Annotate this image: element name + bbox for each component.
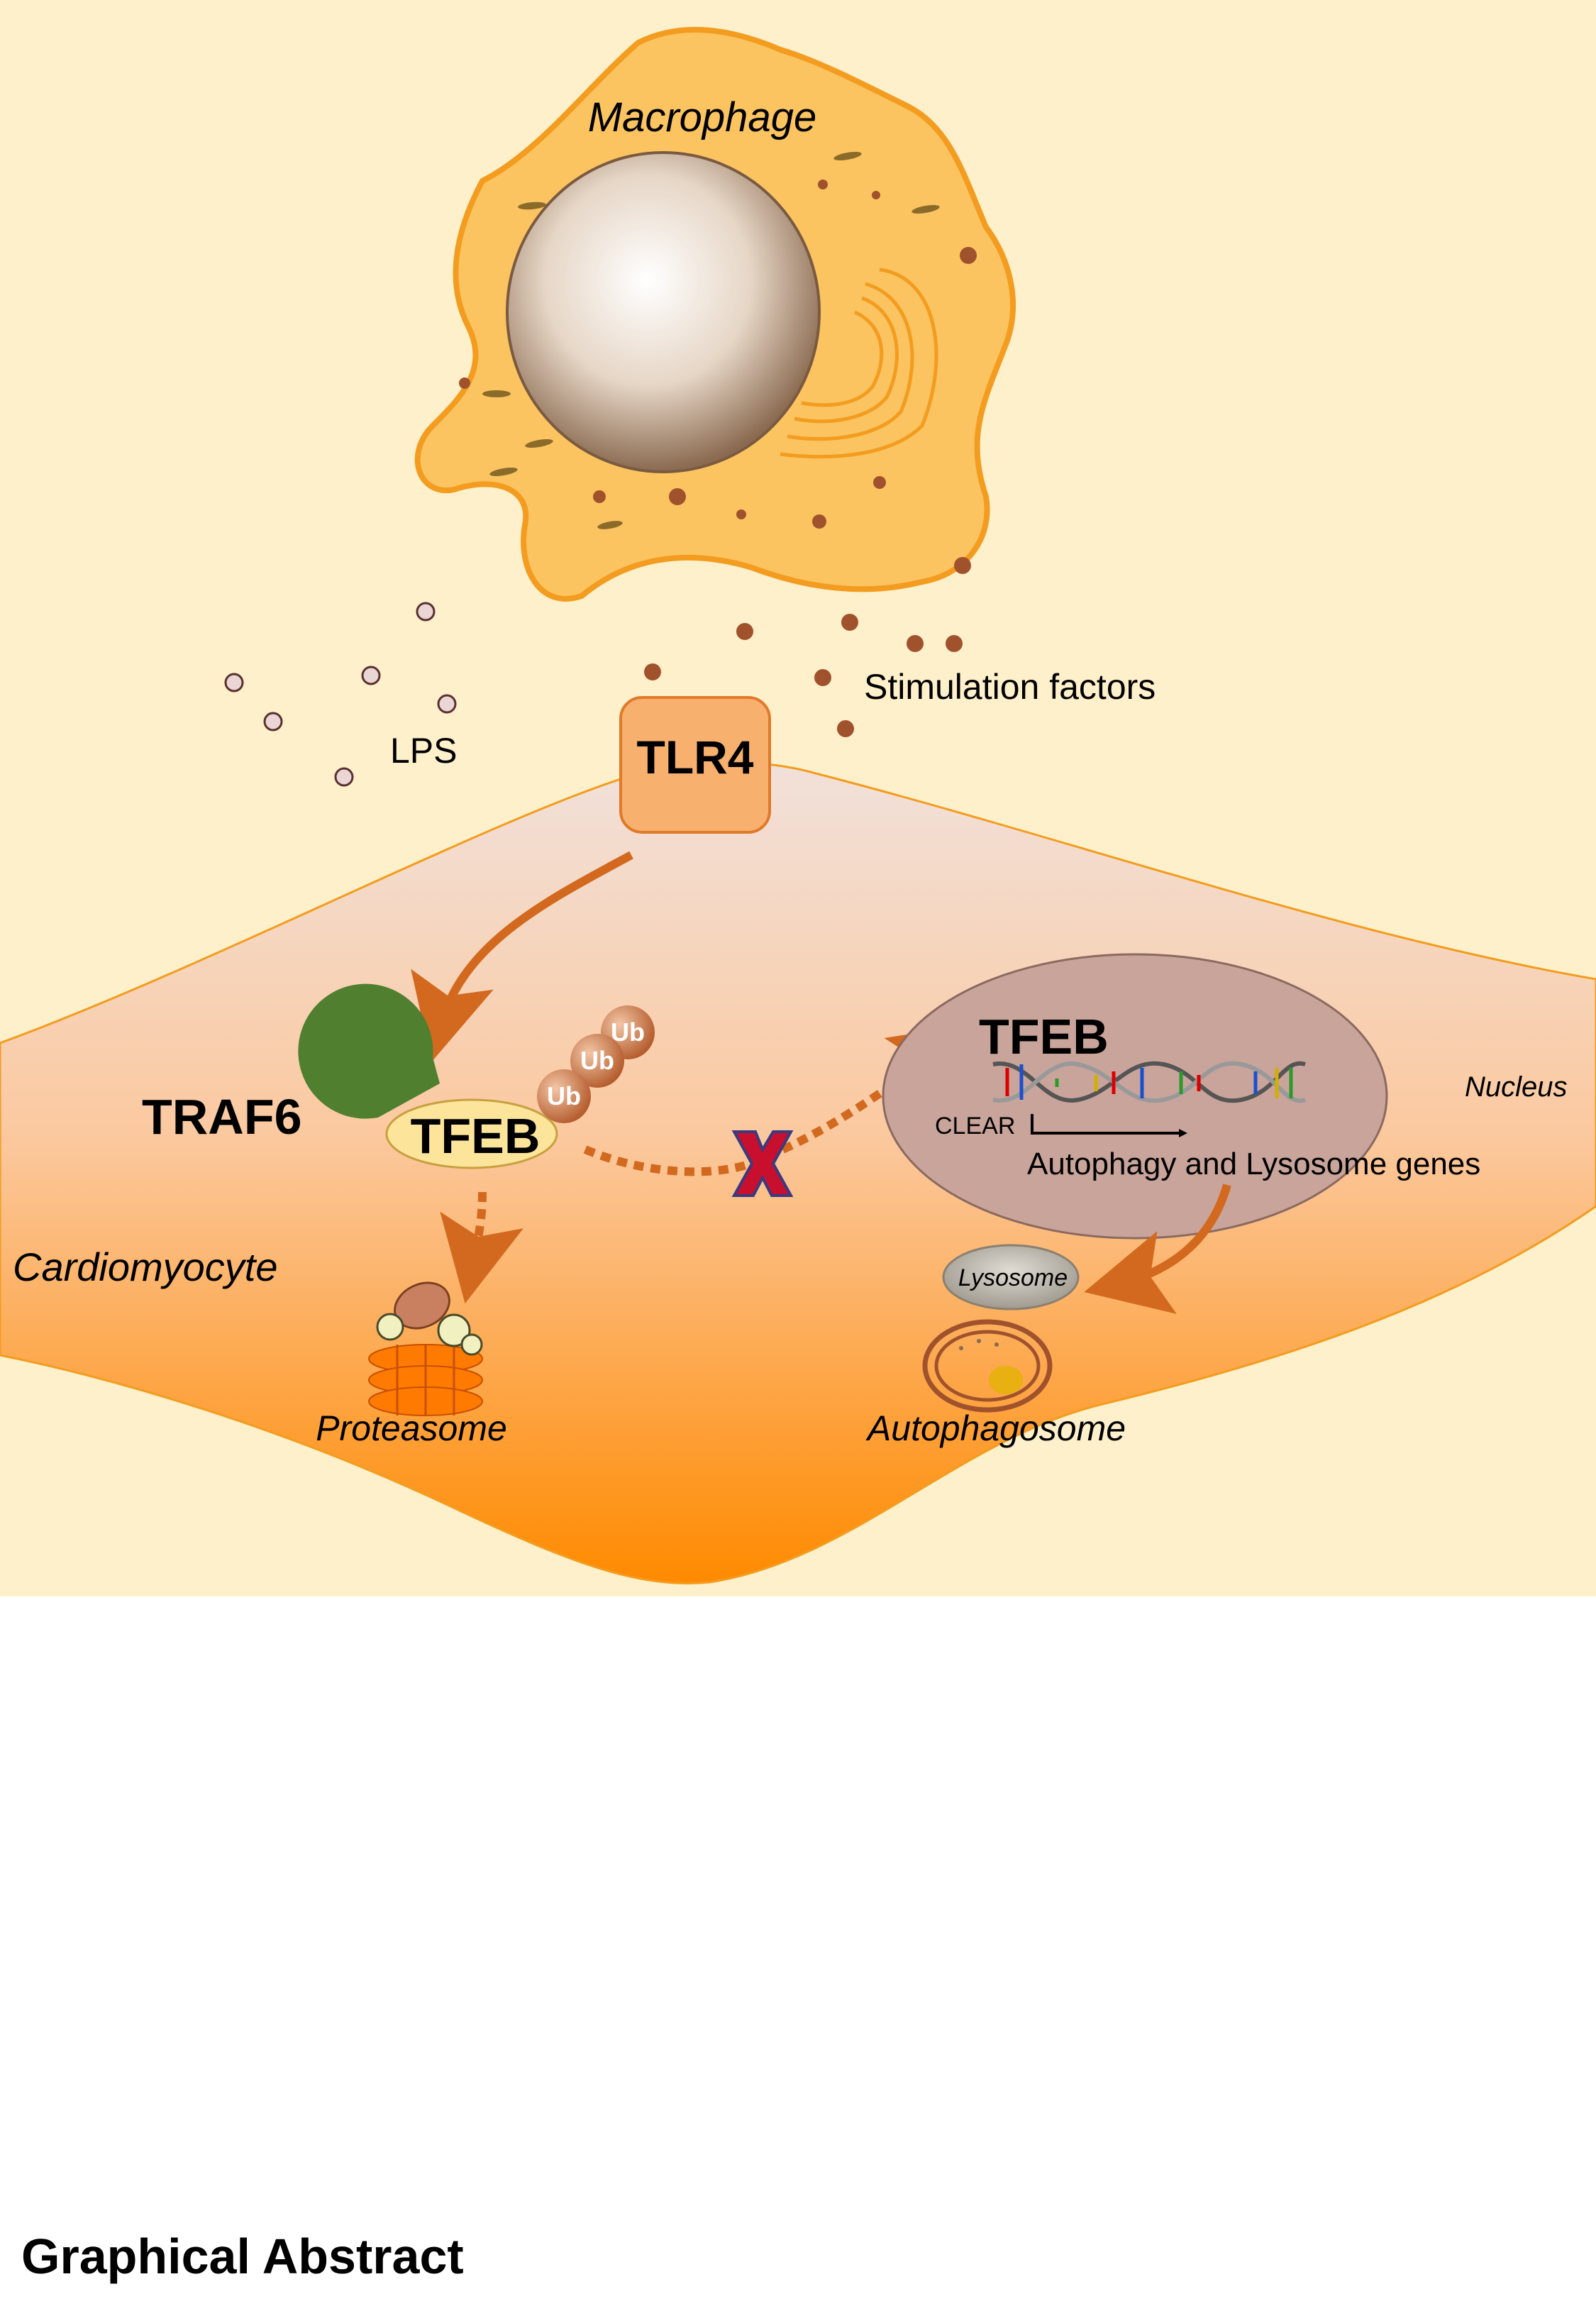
tlr4-label: TLR4 bbox=[637, 731, 754, 783]
lps-particles bbox=[224, 602, 457, 787]
macrophage-cell bbox=[414, 26, 1016, 602]
proteasome-label: Proteasome bbox=[316, 1408, 507, 1448]
pathway-diagram: Macrophage LPS Stimulation factors TLR4 … bbox=[0, 0, 1596, 1596]
stimulation-factor-particles bbox=[644, 557, 971, 737]
tlr4-receptor bbox=[619, 696, 771, 834]
tfeb-nuclear-label: TFEB bbox=[979, 1009, 1109, 1064]
nucleus-label: Nucleus bbox=[1465, 1071, 1568, 1103]
nucleus-to-lysosome-arrow bbox=[1084, 1184, 1231, 1314]
macrophage-nucleus bbox=[506, 151, 821, 473]
ubiquitin-chain bbox=[537, 1005, 655, 1123]
tfeb-bound-label: TFEB bbox=[411, 1108, 541, 1164]
inhibition-x-icon bbox=[731, 1130, 794, 1197]
stimulation-factors-label: Stimulation factors bbox=[864, 667, 1156, 707]
tfeb-bound-ellipse bbox=[385, 1098, 558, 1169]
graphical-abstract-caption: Graphical Abstract bbox=[21, 2229, 464, 2284]
autophagosome-organelle bbox=[922, 1319, 1053, 1413]
proteasome-icon bbox=[368, 1281, 483, 1416]
traf6-label: TRAF6 bbox=[142, 1089, 302, 1144]
autophagosome-label: Autophagosome bbox=[865, 1408, 1126, 1448]
traf6-protein bbox=[298, 983, 440, 1119]
lysosome-organelle bbox=[942, 1244, 1080, 1311]
cardiomyocyte-label: Cardiomyocyte bbox=[13, 1245, 277, 1289]
ub-label-1: Ub bbox=[611, 1017, 645, 1047]
dna-helix-icon bbox=[992, 1061, 1306, 1103]
tfeb-to-proteasome-arrow bbox=[440, 1191, 523, 1304]
macrophage-label: Macrophage bbox=[588, 94, 816, 140]
clear-promoter-arrow bbox=[1031, 1114, 1187, 1137]
ub-label-2: Ub bbox=[580, 1046, 614, 1075]
clear-label: CLEAR bbox=[935, 1113, 1015, 1140]
genes-label: Autophagy and Lysosome genes bbox=[1027, 1147, 1480, 1181]
tlr4-to-traf6-arrow bbox=[411, 851, 633, 1062]
lps-label: LPS bbox=[390, 731, 458, 771]
lysosome-label: Lysosome bbox=[958, 1264, 1068, 1291]
ub-label-3: Ub bbox=[547, 1081, 581, 1110]
